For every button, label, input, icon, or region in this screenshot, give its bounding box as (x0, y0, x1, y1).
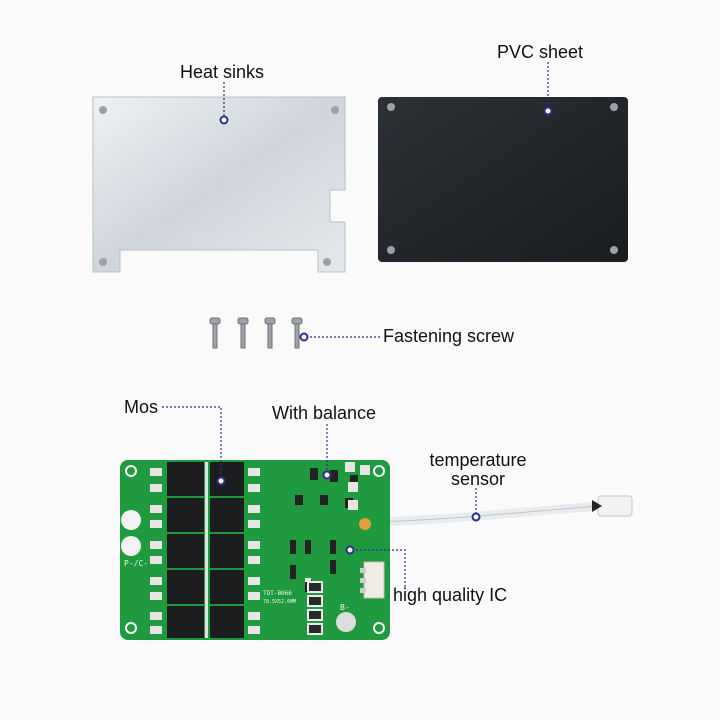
shunt-resistors (307, 581, 323, 635)
pvc-sheet (378, 97, 628, 262)
board-marking-p-c: P-/C- (124, 559, 148, 568)
label-sensor: sensor (450, 469, 506, 489)
label-mos: Mos (124, 397, 159, 417)
heat-sink-marker-dot (219, 115, 229, 125)
balance-connector (360, 561, 385, 599)
board-marking-b: B- (340, 603, 350, 612)
ic-marker-dot (345, 545, 355, 555)
sensor-marker-dot (471, 512, 481, 522)
heat-sink-plate (92, 96, 346, 273)
screw-marker-dot (299, 332, 309, 342)
label-fastening-screw: Fastening screw (383, 326, 515, 346)
board-marking-size: 78.5X52.6MM (263, 599, 296, 605)
label-temperature: temperature (429, 450, 527, 470)
label-pvc-sheet: PVC sheet (497, 42, 584, 62)
pvc-marker-dot (543, 106, 553, 116)
temperature-sensor-cable (371, 495, 633, 527)
board-marking-model: TDT-B066 (263, 590, 292, 597)
mos-marker-dot (216, 476, 226, 486)
bms-pcb: P-/C- TDT-B066 78.5X52.6MM B- (120, 460, 390, 640)
label-with-balance: With balance (272, 403, 377, 423)
balance-marker-dot (322, 470, 332, 480)
leader-lines (162, 62, 549, 588)
fastening-screws (209, 317, 303, 349)
label-high-quality-ic: high quality IC (393, 585, 508, 605)
label-heat-sinks: Heat sinks (180, 62, 265, 82)
